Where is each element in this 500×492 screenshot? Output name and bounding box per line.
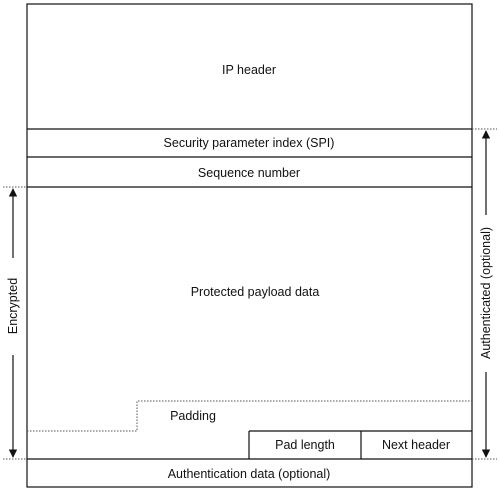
sequence-number-label: Sequence number — [198, 166, 300, 180]
spi-label: Security parameter index (SPI) — [164, 136, 335, 150]
authenticated-label: Authenticated (optional) — [479, 227, 493, 359]
payload-label: Protected payload data — [191, 285, 320, 299]
encrypted-label: Encrypted — [6, 278, 20, 334]
pad-length-label: Pad length — [275, 438, 335, 452]
ip-header-label: IP header — [222, 63, 276, 77]
padding-boundary — [27, 400, 472, 432]
auth-data-label: Authentication data (optional) — [168, 467, 331, 481]
next-header-label: Next header — [382, 438, 450, 452]
packet-frame — [26, 3, 473, 488]
padding-label: Padding — [170, 409, 216, 423]
